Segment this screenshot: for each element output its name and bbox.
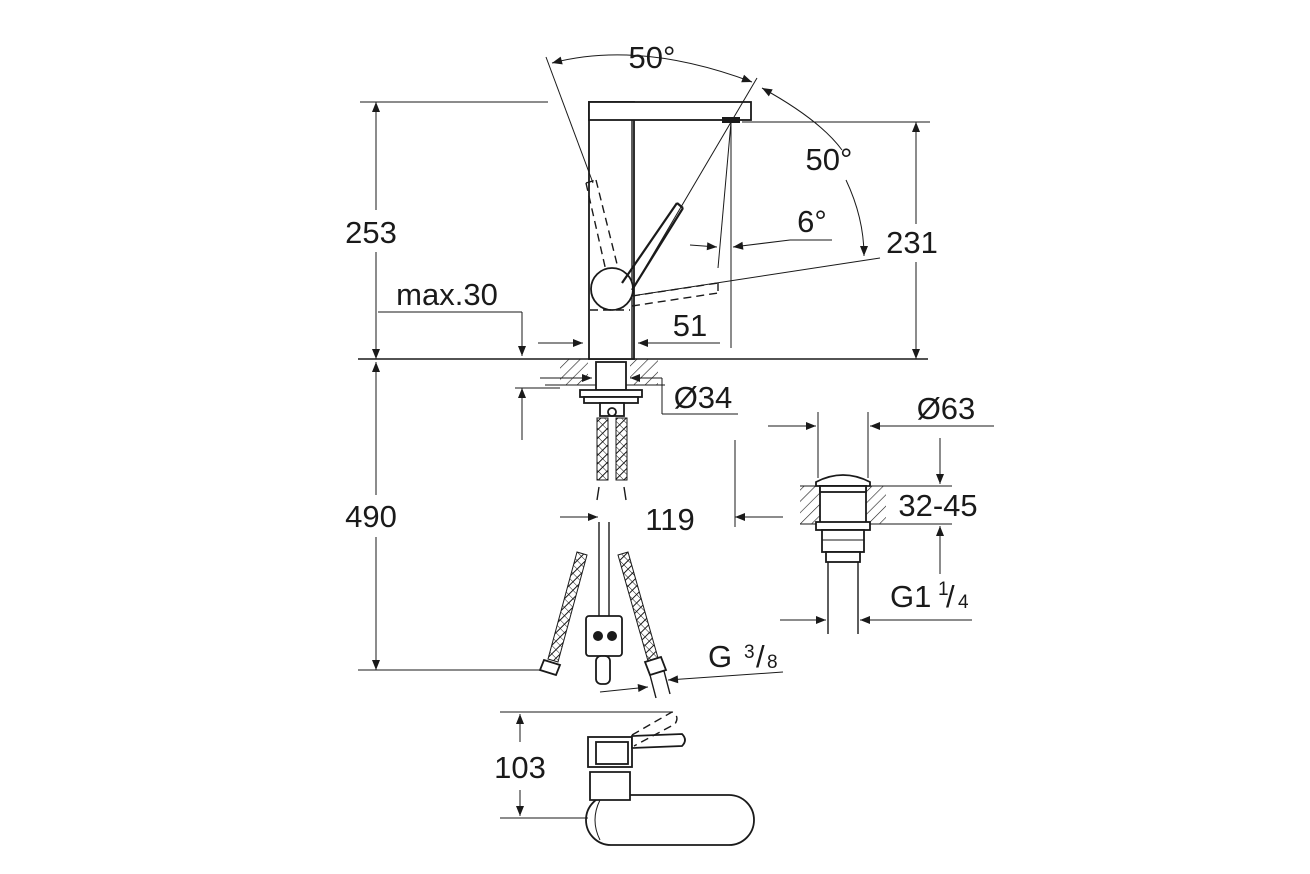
lever-height-label: 103	[494, 750, 546, 785]
hose-thread-label: G	[708, 639, 732, 674]
faucet-top-view: 103	[494, 711, 755, 846]
total-height-label: 253	[345, 215, 397, 250]
swivel-right-label: 50°	[806, 142, 853, 177]
supply-hose-right-lower	[617, 551, 671, 699]
mounting-shank	[595, 361, 627, 391]
hose-thread-numerator: 3	[744, 642, 755, 663]
top-view-handle	[631, 733, 686, 749]
deck-hatch-left	[560, 359, 588, 385]
faucet-body	[588, 101, 635, 360]
tilt-angle-label: 6°	[797, 204, 827, 239]
supply-hose-right-upper	[615, 417, 628, 481]
hole-diameter-label: Ø34	[674, 380, 733, 415]
hose-spacing-label: 119	[645, 502, 694, 537]
lever-handle	[621, 202, 678, 284]
waste-valve	[800, 474, 952, 634]
spout-height-label: 231	[886, 225, 938, 260]
waste-thread-label: G1	[890, 579, 931, 614]
top-view-base	[585, 794, 755, 846]
waste-hatch-left	[800, 486, 820, 524]
spout-offset-label: 51	[673, 308, 707, 343]
deck-hatch-right	[630, 359, 658, 385]
spout-arm	[588, 101, 752, 121]
hose-thread-slash: /	[756, 639, 765, 674]
waste-thread-numerator: 1	[938, 579, 949, 600]
faucet-front-view	[358, 101, 928, 699]
supply-hose-left-upper	[596, 417, 609, 481]
waste-cap	[815, 474, 871, 487]
waste-dimensions: Ø63 32-45 G1 1 / 4	[768, 391, 994, 624]
waste-thread-slash: /	[946, 579, 955, 614]
supply-hose-left-lower	[538, 551, 588, 677]
hose-length-label: 490	[345, 499, 397, 534]
aerator	[722, 117, 740, 123]
waste-diameter-label: Ø63	[917, 391, 976, 426]
swivel-left-label: 50°	[629, 40, 676, 75]
faucet-dimensions: 253 490 max.30 51 Ø34 231 6°	[345, 40, 938, 693]
waste-thread-denominator: 4	[958, 592, 969, 613]
hose-thread-denominator: 8	[767, 652, 778, 673]
waste-hatch-right	[866, 486, 886, 524]
waste-thickness-label: 32-45	[898, 488, 977, 523]
max-deck-label: max.30	[396, 277, 498, 312]
